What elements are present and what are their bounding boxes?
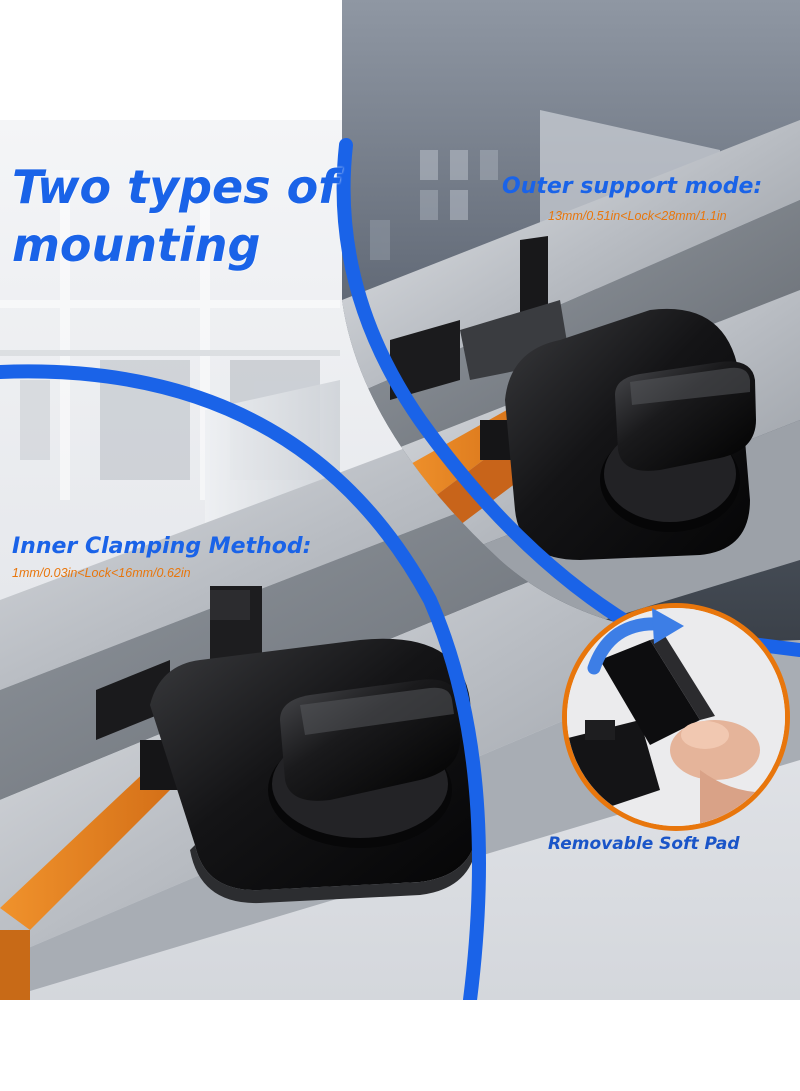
inner-clamping-range: 1mm/0.03in<Lock<16mm/0.62in [12, 566, 191, 580]
blue-arc-lower [0, 364, 486, 1007]
headline-line-1: Two types of [12, 160, 339, 214]
curved-arrow-icon [587, 617, 665, 675]
soft-pad-caption: Removable Soft Pad [548, 834, 740, 854]
headline-line-2: mounting [12, 218, 261, 272]
blue-arc-upper [336, 138, 800, 657]
outer-support-title: Outer support mode: [502, 174, 763, 199]
inner-clamping-title: Inner Clamping Method: [12, 534, 312, 559]
inner-clamping-lock [96, 586, 478, 904]
outer-support-lock [390, 236, 756, 560]
soft-pad-inset [562, 603, 790, 831]
outer-support-range: 13mm/0.51in<Lock<28mm/1.1in [548, 209, 727, 223]
